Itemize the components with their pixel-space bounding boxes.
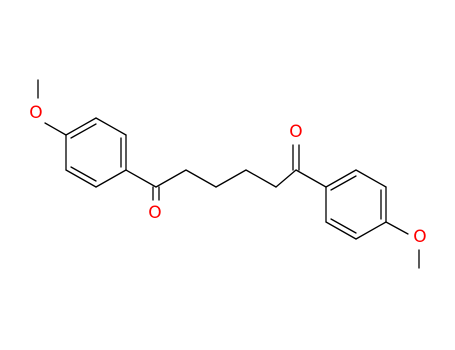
bond-ring-right-2 [355, 169, 387, 188]
oxygen-atom-methoxy-right: O [413, 227, 426, 247]
bond-ring-left-1 [65, 117, 97, 136]
bond-chain-1 [155, 169, 187, 188]
oxygen-atom-methoxy-left: O [29, 103, 42, 123]
atom-labels: O O O O [29, 103, 426, 247]
bond-ring-right-5-inner [330, 218, 357, 234]
bond-ring-right-4 [355, 221, 387, 240]
bond-oxygen-ring-left [44, 122, 67, 136]
oxygen-atom-carbonyl-left: O [148, 203, 161, 223]
bond-ring-left-4 [95, 169, 127, 188]
oxygen-atom-carbonyl-right: O [289, 122, 302, 142]
bond-ring-right-5 [325, 221, 357, 240]
bond-ring-left-1-inner [70, 123, 97, 139]
bond-chain-5 [275, 169, 297, 188]
bond-ring-left-2 [95, 117, 127, 136]
bond-ring-left-5 [65, 169, 97, 188]
bond-ring-right-1 [325, 169, 357, 188]
bond-ring-left-5-inner [70, 166, 97, 182]
bond-chain-3 [215, 169, 247, 188]
bonds [37, 79, 420, 269]
bond-carbonyl-ring-right [295, 169, 327, 188]
bond-ring-right-1-inner [330, 175, 357, 191]
bond-ring-carbonyl-left [125, 169, 157, 188]
bond-chain-4 [245, 169, 277, 188]
bond-ring-oxygen-right [385, 221, 409, 235]
bond-chain-2 [185, 169, 217, 188]
